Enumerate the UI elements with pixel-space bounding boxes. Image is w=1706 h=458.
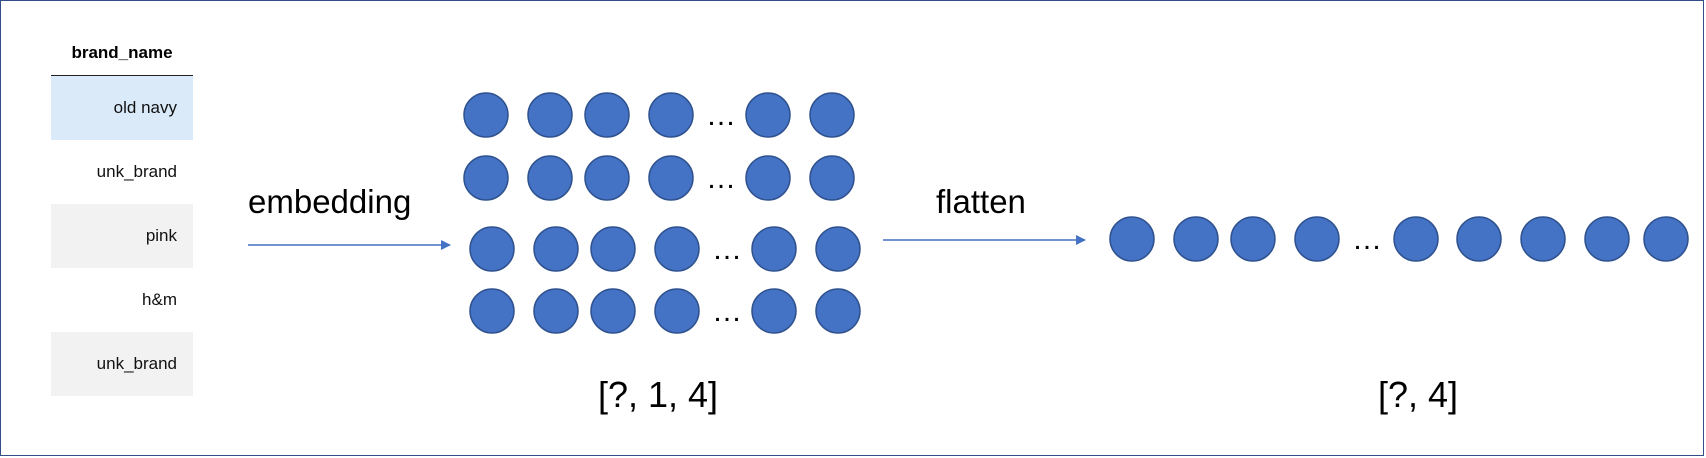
node-dot — [469, 288, 515, 334]
node-dot — [1584, 216, 1630, 262]
ellipsis: … — [706, 99, 736, 132]
node-dot — [745, 155, 791, 201]
node-dot — [1456, 216, 1502, 262]
node-dot — [584, 92, 630, 138]
table-row: h&m — [51, 268, 193, 332]
node-dot — [648, 155, 694, 201]
ellipsis: … — [706, 162, 736, 195]
brand-name-table: brand_name old navy unk_brand pink h&m u… — [51, 40, 193, 396]
table-row: old navy — [51, 76, 193, 140]
embedding-matrix: … … … … — [463, 92, 861, 334]
node-dot — [463, 92, 509, 138]
node-dot — [533, 226, 579, 272]
ellipsis: … — [712, 233, 742, 266]
ellipsis: … — [712, 295, 742, 328]
ellipsis: … — [1352, 223, 1382, 256]
node-dot — [809, 92, 855, 138]
node-dot — [654, 226, 700, 272]
node-dot — [648, 92, 694, 138]
node-dot — [1520, 216, 1566, 262]
node-dot — [1643, 216, 1689, 262]
node-dot — [590, 226, 636, 272]
node-dot — [751, 288, 797, 334]
node-dot — [1230, 216, 1276, 262]
node-dot — [1393, 216, 1439, 262]
node-dot — [584, 155, 630, 201]
table-row: pink — [51, 204, 193, 268]
table-header: brand_name — [51, 40, 193, 76]
node-dot — [463, 155, 509, 201]
node-dot — [751, 226, 797, 272]
node-dot — [527, 92, 573, 138]
embedding-label: embedding — [248, 183, 411, 220]
node-dot — [590, 288, 636, 334]
node-dot — [533, 288, 579, 334]
table-row: unk_brand — [51, 140, 193, 204]
flattened-vector: … — [1109, 216, 1689, 262]
node-dot — [654, 288, 700, 334]
vector-shape-label: [?, 4] — [1378, 374, 1458, 415]
node-dot — [1109, 216, 1155, 262]
node-dot — [1173, 216, 1219, 262]
node-dot — [1294, 216, 1340, 262]
node-dot — [815, 226, 861, 272]
node-dot — [745, 92, 791, 138]
node-dot — [469, 226, 515, 272]
table-row: unk_brand — [51, 332, 193, 396]
node-dot — [527, 155, 573, 201]
node-dot — [815, 288, 861, 334]
node-dot — [809, 155, 855, 201]
flatten-label: flatten — [936, 183, 1026, 220]
matrix-shape-label: [?, 1, 4] — [598, 374, 718, 415]
